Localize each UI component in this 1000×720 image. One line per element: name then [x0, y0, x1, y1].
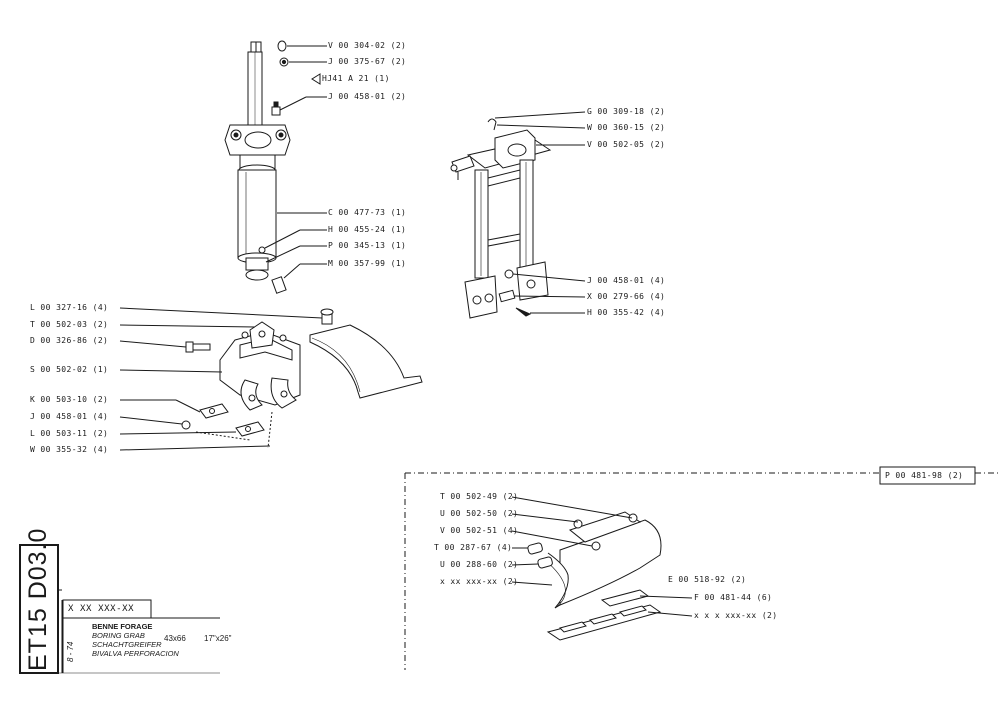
guide-frame-drawing	[450, 111, 586, 319]
bucket-drawing	[404, 466, 1000, 670]
part-label: L 00 503-11 (2)	[30, 429, 109, 438]
part-label: HJ41 A 21 (1)	[322, 74, 390, 83]
part-label: x x x xxx-xx (2)	[694, 611, 778, 620]
part-label: H 00 355-42 (4)	[587, 308, 666, 317]
part-label: J 00 458-01 (4)	[587, 276, 666, 285]
grab-body-drawing	[119, 307, 423, 451]
part-label: T 00 502-49 (2)	[440, 492, 519, 501]
title-en: BORING GRAB	[92, 631, 145, 640]
part-label: W 00 355-32 (4)	[30, 445, 109, 454]
part-label: U 00 288-60 (2)	[440, 560, 519, 569]
part-label: F 00 481-44 (6)	[694, 593, 773, 602]
part-label: H 00 455-24 (1)	[328, 225, 407, 234]
part-label: T 00 502-03 (2)	[30, 320, 109, 329]
part-label: M 00 357-99 (1)	[328, 259, 407, 268]
part-label: P 00 481-98 (2)	[885, 471, 964, 480]
part-label: J 00 458-01 (2)	[328, 92, 407, 101]
part-label: J 00 458-01 (4)	[30, 412, 109, 421]
part-label: K 00 503-10 (2)	[30, 395, 109, 404]
part-label: D 00 326-86 (2)	[30, 336, 109, 345]
part-label: W 00 360-15 (2)	[587, 123, 666, 132]
part-label: T 00 287-67 (4)	[434, 543, 513, 552]
size-imperial: 17"x26"	[204, 634, 232, 643]
hydraulic-cylinder-drawing	[224, 40, 327, 294]
part-label: C 00 477-73 (1)	[328, 208, 407, 217]
part-label: J 00 375-67 (2)	[328, 57, 407, 66]
title-fr: BENNE FORAGE	[92, 622, 153, 631]
document-date: 8 - 74	[66, 641, 75, 662]
size-metric: 43x66	[164, 634, 186, 643]
part-label: V 00 304-02 (2)	[328, 41, 407, 50]
part-label: V 00 502-05 (2)	[587, 140, 666, 149]
part-label: S 00 502-02 (1)	[30, 365, 109, 374]
part-label: U 00 502-50 (2)	[440, 509, 519, 518]
title-block-frame	[19, 544, 220, 674]
part-label: V 00 502-51 (4)	[440, 526, 519, 535]
document-code: ET15 D03.0	[24, 527, 52, 671]
part-label: P 00 345-13 (1)	[328, 241, 407, 250]
part-label: x xx xxx-xx (2)	[440, 577, 519, 586]
part-label: G 00 309-18 (2)	[587, 107, 666, 116]
reference-number: X XX XXX-XX	[68, 604, 135, 614]
part-label: L 00 327-16 (4)	[30, 303, 109, 312]
part-label: X 00 279-66 (4)	[587, 292, 666, 301]
title-de: SCHACHTGREIFER	[92, 640, 162, 649]
part-label: E 00 518-92 (2)	[668, 575, 747, 584]
title-es: BIVALVA PERFORACION	[92, 649, 179, 658]
